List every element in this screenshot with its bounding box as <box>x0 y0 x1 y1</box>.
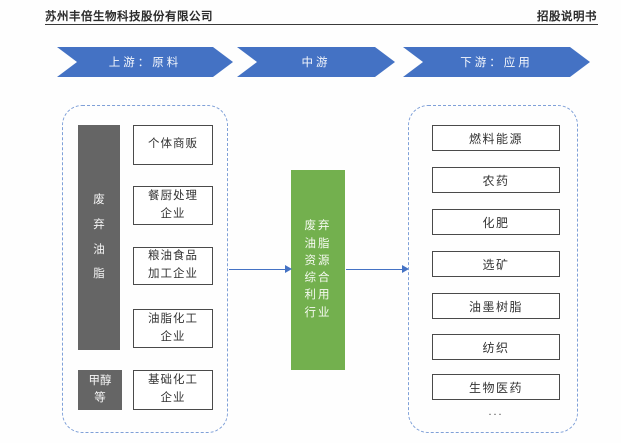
stage-banner-downstream: 下游：应用 <box>403 47 590 77</box>
arrow-upstream-to-midstream-line <box>229 269 285 270</box>
stage-downstream-label: 下游：应用 <box>460 57 533 69</box>
supplier-box-individual-vendors: 个体商贩 <box>133 125 213 165</box>
application-box-ink-resin: 油墨树脂 <box>432 293 560 319</box>
more-applications-ellipsis: ... <box>488 404 504 418</box>
supplier-box-oleochemical: 油脂化工 企业 <box>133 309 213 348</box>
application-box-ore-dressing: 选矿 <box>432 251 560 277</box>
supplier-box-basic-chemical: 基础化工 企业 <box>133 370 213 410</box>
downstream-group-container <box>408 105 578 433</box>
supplier-box-kitchen-waste: 餐厨处理 企业 <box>133 186 213 225</box>
midstream-industry-box: 废弃 油脂 资源 综合 利用 行业 <box>291 170 345 370</box>
stage-midstream-label: 中游 <box>301 57 331 69</box>
upstream-group-container <box>62 105 228 433</box>
stage-banner-midstream: 中游 <box>237 47 395 77</box>
stage-banner-upstream: 上游：原料 <box>57 47 233 77</box>
arrow-midstream-to-downstream-line <box>346 269 402 270</box>
application-box-pesticide: 农药 <box>432 167 560 193</box>
header-divider <box>45 24 598 25</box>
doc-type-label: 招股说明书 <box>537 11 597 23</box>
application-box-fuel-energy: 燃料能源 <box>432 125 560 151</box>
company-name: 苏州丰倍生物科技股份有限公司 <box>45 11 213 23</box>
supplier-box-grain-oil-processing: 粮油食品 加工企业 <box>133 247 213 285</box>
application-box-fertilizer: 化肥 <box>432 209 560 235</box>
stage-upstream-label: 上游：原料 <box>108 57 182 69</box>
application-box-biomedicine: 生物医药 <box>432 374 560 400</box>
application-box-textile: 纺织 <box>432 334 560 360</box>
arrow-upstream-to-midstream-head-icon <box>285 265 292 273</box>
methanol-category-box: 甲醇 等 <box>78 370 122 410</box>
waste-oil-category-bar: 废 弃 油 脂 <box>78 125 120 350</box>
arrow-midstream-to-downstream-head-icon <box>402 265 409 273</box>
